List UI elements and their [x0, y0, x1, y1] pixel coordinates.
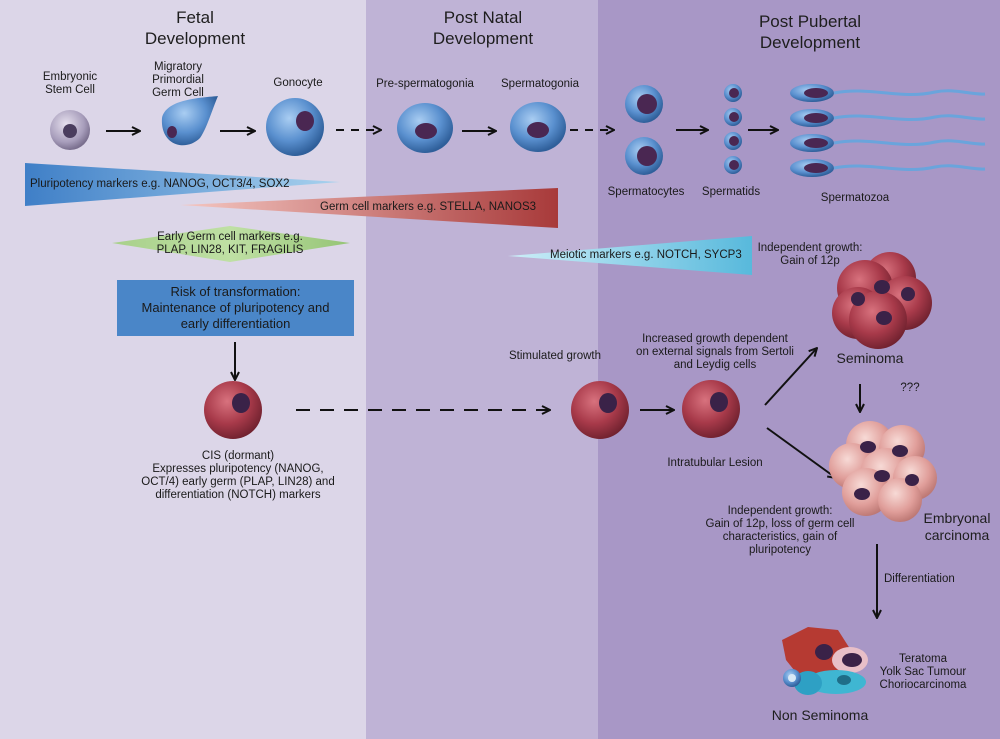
- post-pubertal-header-line1: Post Pubertal: [758, 12, 862, 31]
- spermatozoa-cells: [790, 84, 986, 177]
- independent-growth-embryonal-label: Independent growth: Gain of 12p, loss of…: [700, 505, 860, 557]
- post-natal-header-line1: Post Natal: [443, 8, 523, 27]
- pre-spermatogonia-label: Pre-spermatogonia: [376, 78, 474, 90]
- early-germ-line1: Early Germ cell markers e.g.: [157, 231, 303, 243]
- embryonic-label-line2: Stem Cell: [45, 84, 95, 96]
- spermatids-label: Spermatids: [701, 186, 761, 198]
- tumour-yolk-sac: Yolk Sac Tumour: [879, 666, 967, 678]
- risk-line3: early differentiation: [180, 316, 291, 331]
- migratory-germ-cell-label: Migratory Primordial Germ Cell: [128, 61, 228, 100]
- spermatozoa-label: Spermatozoa: [820, 192, 890, 204]
- migratory-germ-cell: [161, 96, 218, 146]
- cis-line1: CIS (dormant): [201, 450, 275, 462]
- post-natal-column-bg: [366, 0, 598, 739]
- fetal-header: Fetal Development: [110, 7, 280, 49]
- spermatogonia-cell: [510, 102, 566, 152]
- germ-cell-markers-label: Germ cell markers e.g. STELLA, NANOS3: [320, 201, 537, 213]
- cis-line2: Expresses pluripotency (NANOG,: [152, 463, 324, 475]
- increased-growth-label: Increased growth dependent on external s…: [620, 333, 810, 372]
- embryonal-carcinoma-label: Embryonal carcinoma: [912, 510, 1000, 544]
- post-pubertal-header: Post Pubertal Development: [720, 11, 900, 53]
- pluripotency-markers-label: Pluripotency markers e.g. NANOG, OCT3/4,…: [30, 178, 290, 190]
- cis-line3: OCT/4) early germ (PLAP, LIN28) and: [141, 476, 335, 488]
- risk-of-transformation-box: Risk of transformation: Maintenance of p…: [117, 280, 354, 336]
- germ-marker-band: [180, 188, 558, 228]
- intratubular-lesion-label: Intratubular Lesion: [667, 457, 763, 469]
- tumour-types-label: Teratoma Yolk Sac Tumour Choriocarcinoma: [868, 653, 978, 692]
- stimulated-growth-cell: [571, 381, 629, 439]
- indep2-line3: characteristics, gain of: [722, 531, 838, 543]
- cis-description: CIS (dormant) Expresses pluripotency (NA…: [118, 450, 358, 502]
- indep2-line4: pluripotency: [748, 544, 811, 556]
- arrow-to-seminoma: [764, 348, 817, 406]
- stimulated-growth-label: Stimulated growth: [508, 350, 602, 362]
- post-natal-header-line2: Development: [432, 29, 534, 48]
- risk-line2: Maintenance of pluripotency and: [141, 300, 330, 315]
- fetal-header-line1: Fetal: [176, 8, 214, 27]
- migratory-label-line1: Migratory: [154, 61, 202, 73]
- non-seminoma-cluster: [782, 627, 868, 695]
- embryonal-carcinoma-cluster: [829, 421, 937, 522]
- embryonic-stem-cell: [50, 110, 90, 150]
- differentiation-label: Differentiation: [884, 573, 955, 585]
- spermatocytes-label: Spermatocytes: [607, 186, 685, 198]
- early-germ-markers-label: Early Germ cell markers e.g. PLAP, LIN28…: [150, 231, 310, 257]
- indep2-line1: Independent growth:: [727, 505, 833, 517]
- cis-line4: differentiation (NOTCH) markers: [155, 489, 321, 501]
- tumour-teratoma: Teratoma: [899, 653, 947, 665]
- indep1-line1: Independent growth:: [757, 242, 863, 254]
- indep1-line2: Gain of 12p: [780, 255, 840, 267]
- cis-cell: [204, 381, 262, 439]
- spermatogonia-label: Spermatogonia: [501, 78, 579, 90]
- intratubular-lesion-cell: [682, 380, 740, 438]
- tumour-choriocarcinoma: Choriocarcinoma: [879, 679, 967, 691]
- arrow-to-embryonal-carcinoma: [766, 427, 836, 478]
- embryonal-line2: carcinoma: [924, 527, 990, 543]
- spermatid-cells: [724, 84, 742, 174]
- unknown-transition-label: ???: [900, 382, 920, 394]
- pre-spermatogonia-cell: [397, 103, 453, 153]
- increased-line2: on external signals from Sertoli: [636, 346, 794, 358]
- seminoma-label: Seminoma: [836, 350, 904, 366]
- post-pubertal-header-line2: Development: [759, 33, 861, 52]
- migratory-label-line2: Primordial: [152, 74, 204, 86]
- meiotic-markers-label: Meiotic markers e.g. NOTCH, SYCP3: [550, 249, 742, 261]
- early-germ-line2: PLAP, LIN28, KIT, FRAGILIS: [156, 244, 304, 256]
- independent-growth-seminoma-label: Independent growth: Gain of 12p: [740, 242, 880, 268]
- embryonal-line1: Embryonal: [923, 510, 991, 526]
- increased-line1: Increased growth dependent: [642, 333, 788, 345]
- indep2-line2: Gain of 12p, loss of germ cell: [705, 518, 855, 530]
- fetal-header-line2: Development: [144, 29, 246, 48]
- risk-line1: Risk of transformation:: [170, 284, 301, 299]
- embryonic-stem-cell-label: Embryonic Stem Cell: [20, 71, 120, 97]
- non-seminoma-label: Non Seminoma: [771, 707, 869, 723]
- post-natal-header: Post Natal Development: [398, 7, 568, 49]
- pluripotency-marker-band: [25, 163, 340, 206]
- increased-line3: and Leydig cells: [673, 359, 757, 371]
- embryonic-label-line1: Embryonic: [42, 71, 98, 83]
- early-germ-marker-band: [112, 226, 350, 262]
- meiotic-marker-band: [508, 236, 752, 275]
- migratory-label-line3: Germ Cell: [152, 87, 204, 99]
- gonocyte-cell: [266, 98, 324, 156]
- gonocyte-label: Gonocyte: [273, 77, 323, 89]
- seminoma-cluster: [832, 252, 932, 349]
- spermatocyte-cells: [625, 85, 663, 175]
